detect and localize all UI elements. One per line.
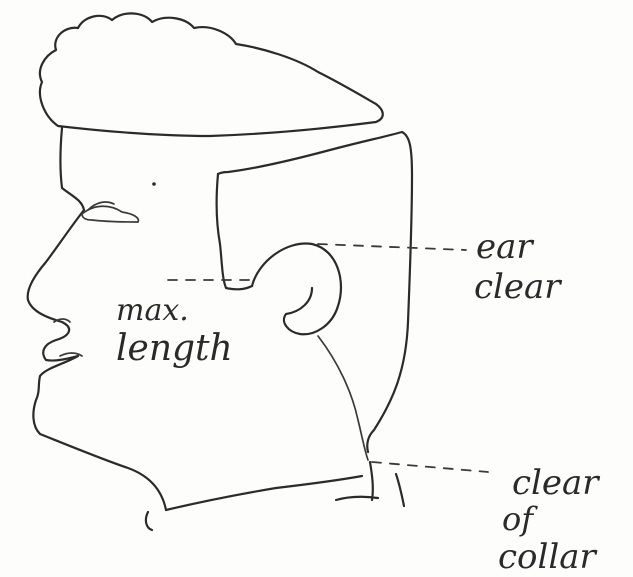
collar-label-line3: collar [498, 537, 598, 577]
ear-clear-label-line2: clear [474, 267, 562, 307]
sideburn-front [217, 174, 252, 289]
ear-clear-guide [318, 244, 466, 250]
collar-label-line1: clear [512, 463, 600, 503]
ear-clear-label-line1: ear [476, 227, 534, 267]
hair-outline [40, 13, 383, 136]
jaw-line [318, 336, 368, 460]
ear [252, 244, 341, 335]
collar-clear-guide [372, 462, 488, 472]
max-length-label-line1: max. [116, 293, 189, 328]
neck-front [166, 476, 362, 510]
max-length-label-line2: length [116, 328, 233, 369]
collar [146, 462, 404, 530]
collar-label-line2: of [502, 500, 538, 538]
sideburn-outline [218, 132, 412, 452]
temple-dot [152, 182, 156, 186]
